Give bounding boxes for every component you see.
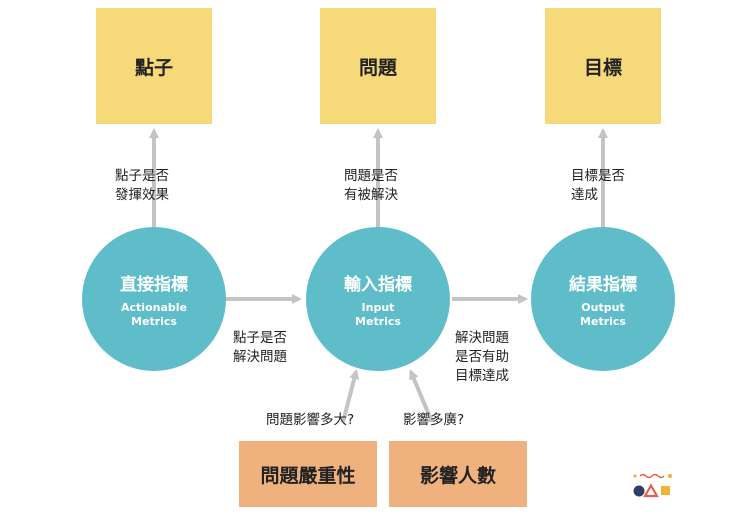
problem-label: 問題 [358,56,397,79]
idea-label: 點子 [134,56,173,79]
solution-helps-goal-label: 解決問題 是否有助 目標達成 [455,330,509,384]
problem-severity-label: 問題嚴重性 [260,464,356,487]
actionable-metrics-zh: 直接指標 [120,274,188,295]
problem-severity-box: 問題嚴重性 [239,441,377,507]
input-metrics-en-1: Input [361,300,395,314]
affected-users-box: 影響人數 [389,441,527,507]
idea-box: 點子 [96,8,212,124]
problem-impact-label: 問題影響多大? [266,412,355,428]
goal-label: 目標 [583,56,622,79]
input-metrics-zh: 輸入指標 [344,274,412,295]
shapes-logo-icon [633,473,672,498]
arrow-severity-to-input [341,369,360,423]
output-metrics-en-2: Metrics [580,314,626,328]
actionable-metrics-circle: 直接指標 Actionable Metrics [82,227,226,371]
problem-solved-label: 問題是否 有被解決 [344,168,398,203]
actionable-metrics-en-1: Actionable [121,300,187,314]
actionable-metrics-en-2: Metrics [131,314,177,328]
idea-solves-problem-label: 點子是否 解決問題 [233,330,287,365]
goal-achieved-label: 目標是否 達成 [571,168,625,203]
idea-effect-label: 點子是否 發揮效果 [115,168,169,203]
arrow-reach-to-input [409,369,434,423]
problem-box: 問題 [320,8,436,124]
input-metrics-en-2: Metrics [355,314,401,328]
output-metrics-zh: 結果指標 [569,274,637,295]
output-metrics-circle: 結果指標 Output Metrics [531,227,675,371]
goal-box: 目標 [545,8,661,124]
affected-users-label: 影響人數 [419,464,496,487]
impact-reach-label: 影響多廣? [403,412,465,428]
output-metrics-en-1: Output [581,300,625,314]
input-metrics-circle: 輸入指標 Input Metrics [306,227,450,371]
